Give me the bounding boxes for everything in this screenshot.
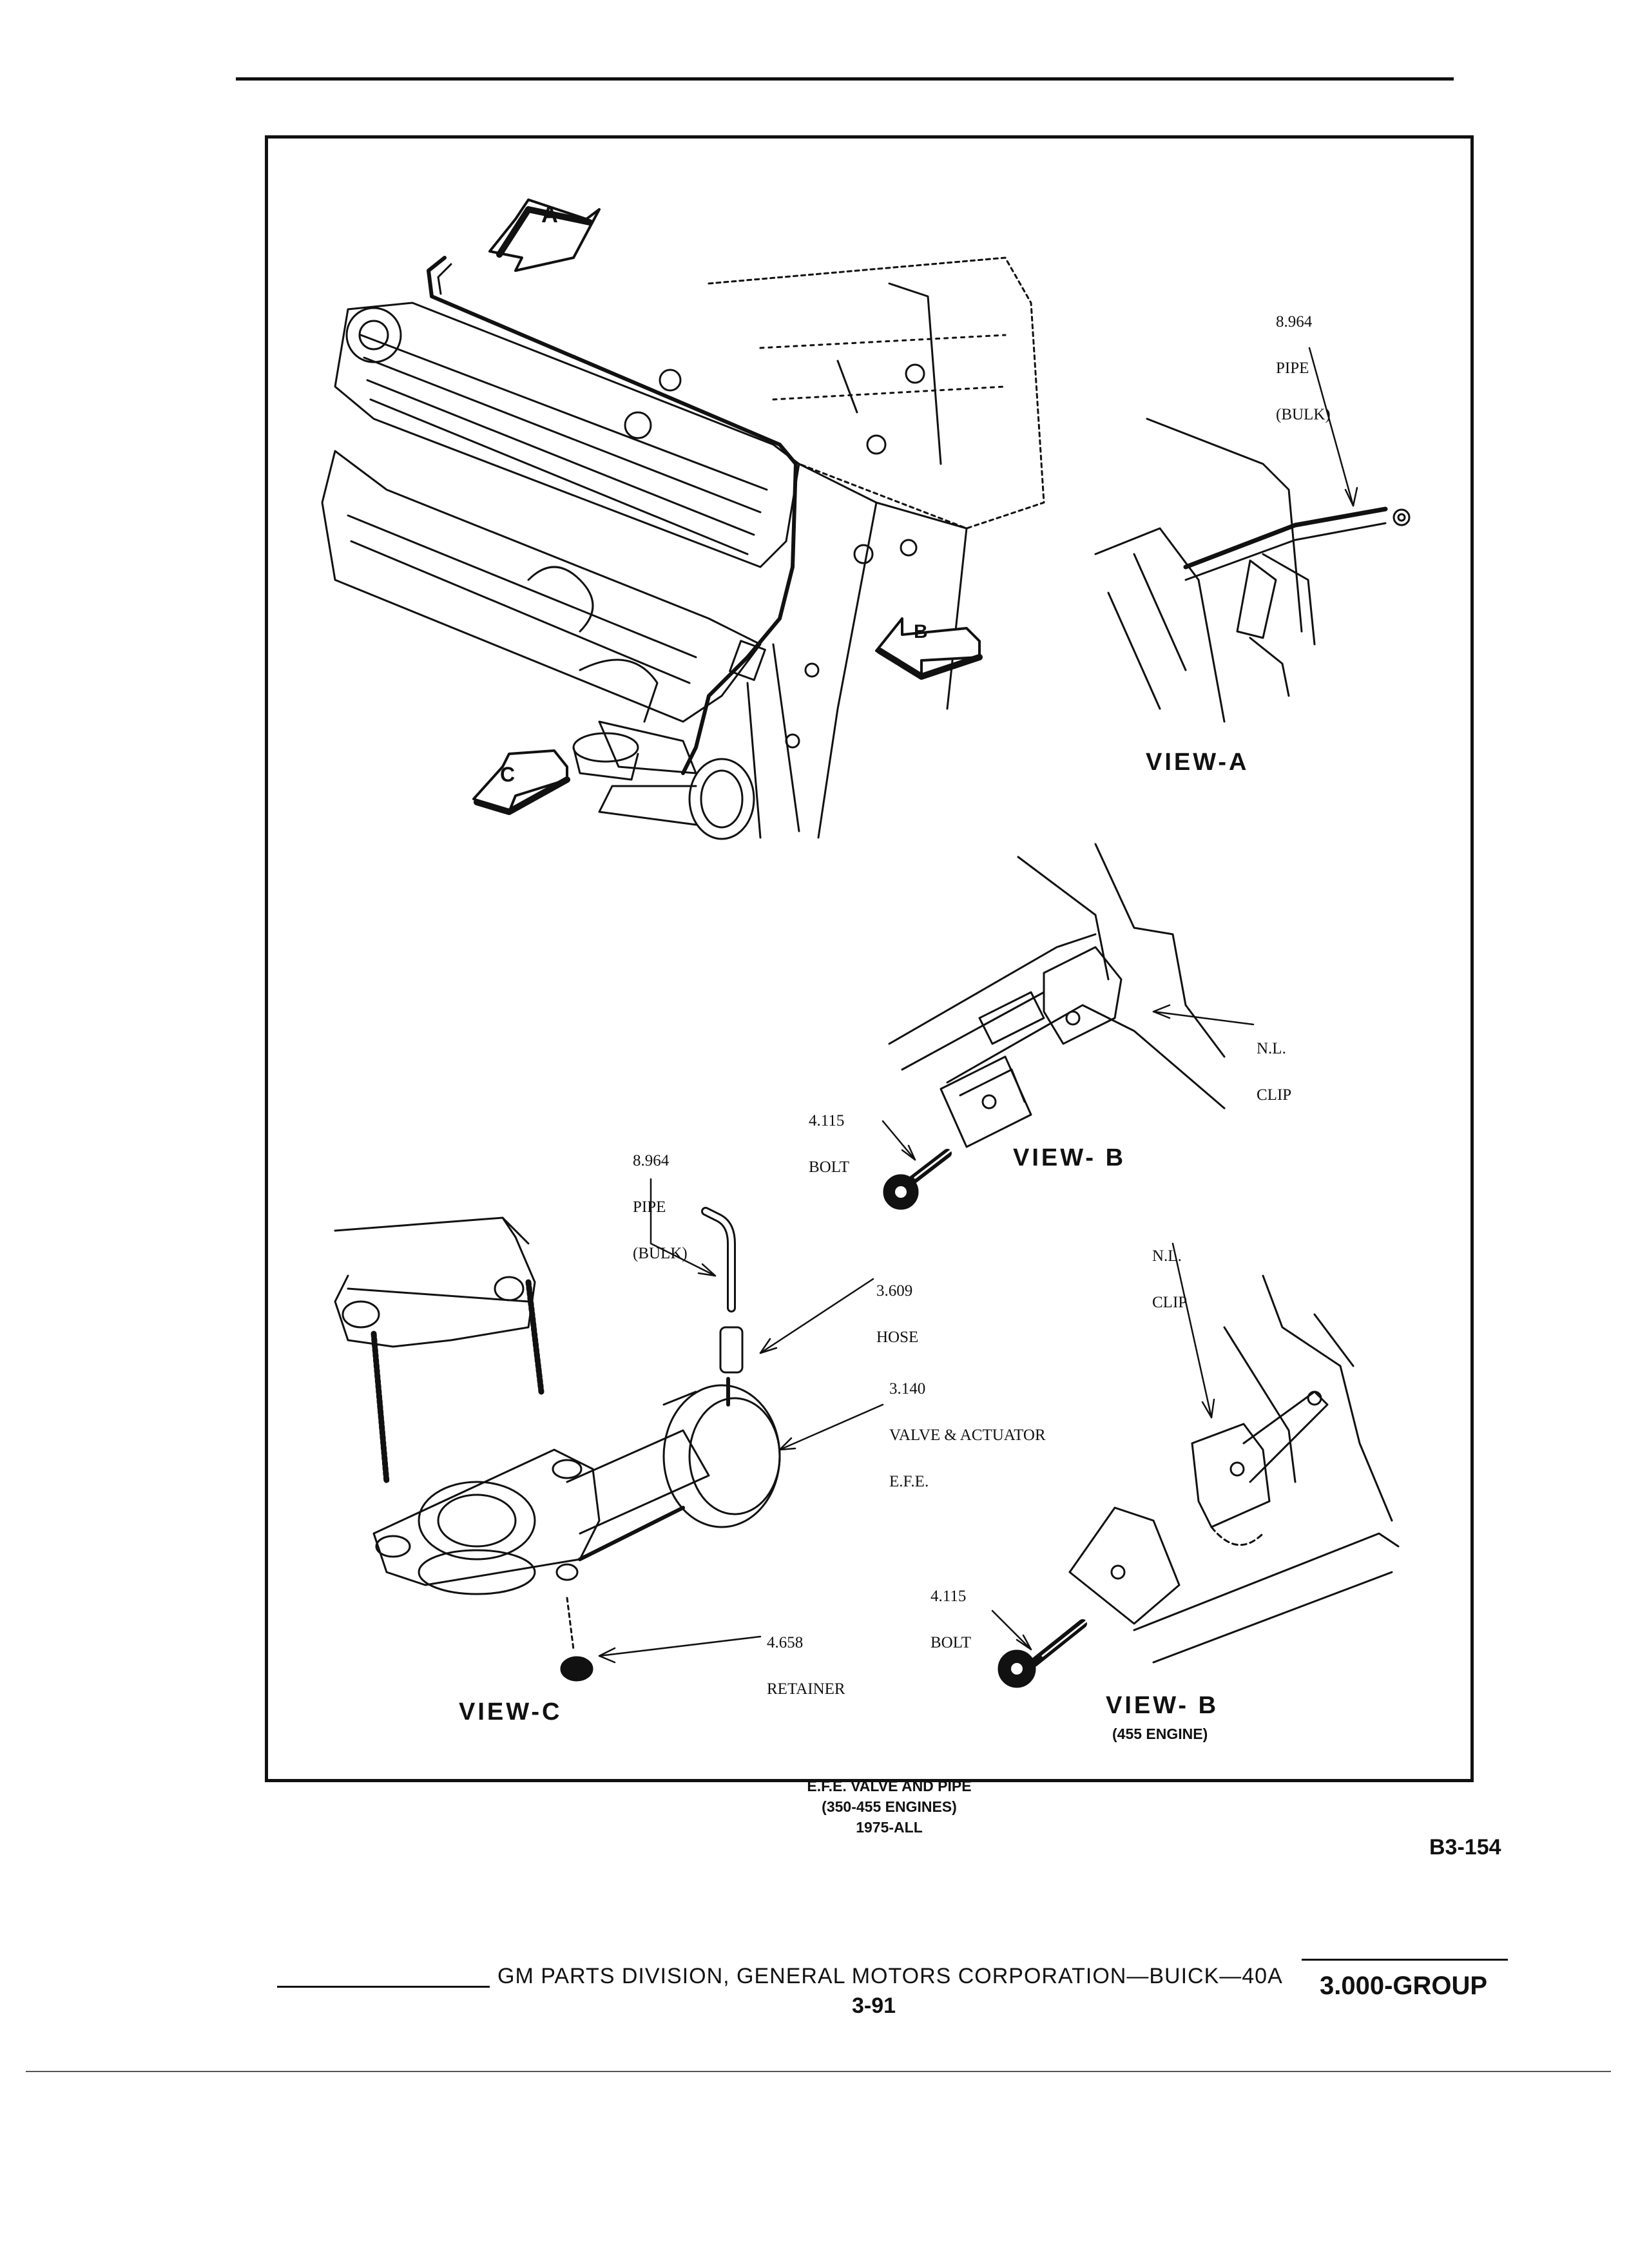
top-rule: [236, 77, 1454, 81]
footer-page-number: 3-91: [852, 1994, 896, 2018]
callout-view-c-valve: 3.140 VALVE & ACTUATOR E.F.E.: [889, 1380, 1046, 1490]
footer-rule-left: [277, 1986, 490, 1988]
caption-line-2: (350-455 ENGINES): [822, 1798, 957, 1815]
view-a-detail: [1094, 347, 1411, 723]
footer-group: 3.000-GROUP: [1320, 1972, 1488, 2000]
arrow-c-letter: C: [500, 763, 516, 786]
footer-publisher: GM PARTS DIVISION, GENERAL MOTORS CORPOR…: [497, 1964, 1283, 1988]
view-b-label: VIEW- B: [1013, 1144, 1126, 1171]
callout-view-c-pipe: 8.964 PIPE (BULK): [633, 1152, 688, 1262]
view-b455-label: VIEW- B: [1106, 1692, 1219, 1719]
view-c-label: VIEW-C: [459, 1698, 563, 1725]
view-b455-detail: [991, 1242, 1400, 1688]
caption-line-1: E.F.E. VALVE AND PIPE: [807, 1778, 972, 1794]
callout-view-b-clip: N.L. CLIP: [1257, 1040, 1292, 1104]
callout-view-b455-clip: N.L. CLIP: [1152, 1247, 1188, 1311]
arrow-a-letter: A: [541, 201, 558, 227]
figure-frame: [265, 135, 1474, 1782]
figure-caption: E.F.E. VALVE AND PIPE (350-455 ENGINES) …: [696, 1776, 1083, 1838]
caption-line-3: 1975-ALL: [856, 1819, 923, 1836]
view-c-detail: [334, 1178, 884, 1682]
figure-number: B3-154: [1429, 1835, 1501, 1860]
engine-drawing: [321, 198, 1045, 840]
callout-view-c-retainer: 4.658 RETAINER: [767, 1634, 845, 1698]
callout-view-b455-bolt: 4.115 BOLT: [930, 1588, 971, 1651]
footer-rule-right: [1302, 1959, 1508, 1961]
view-b455-sublabel: (455 ENGINE): [1112, 1725, 1208, 1742]
view-b-detail: [882, 843, 1255, 1210]
callout-view-a-pipe: 8.964 PIPE (BULK): [1276, 313, 1331, 423]
callout-view-b-bolt: 4.115 BOLT: [809, 1112, 849, 1176]
bottom-rule: [26, 2071, 1611, 2072]
view-a-label: VIEW-A: [1146, 749, 1249, 776]
arrow-b-letter: B: [914, 621, 928, 642]
callout-view-c-hose: 3.609 HOSE: [876, 1282, 919, 1346]
